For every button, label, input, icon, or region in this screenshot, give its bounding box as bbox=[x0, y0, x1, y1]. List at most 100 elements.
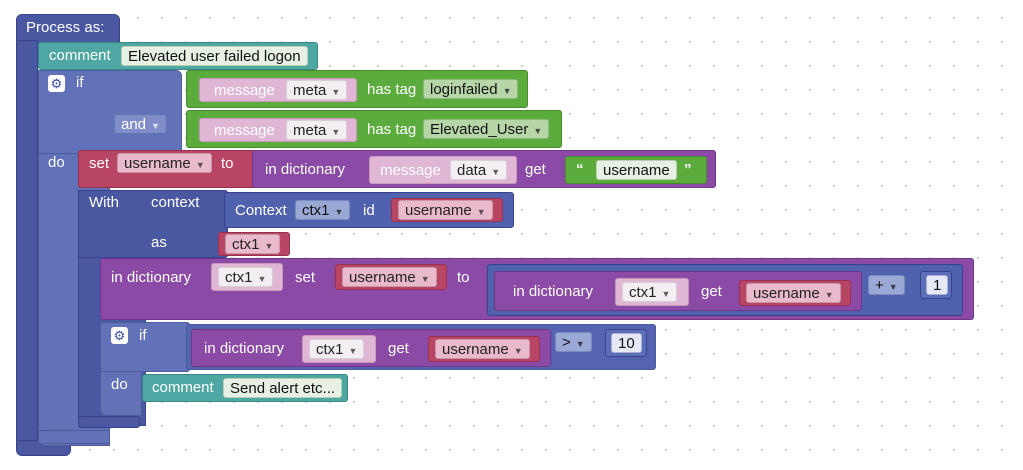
operator-value: > bbox=[562, 334, 571, 351]
message-field-dropdown[interactable]: meta ▼ bbox=[286, 80, 348, 100]
dict-var-block[interactable]: ctx1 ▼ bbox=[211, 263, 283, 291]
in-dictionary-label: in dictionary bbox=[111, 269, 192, 286]
get-label: get bbox=[701, 283, 722, 300]
compare-key-variable-block[interactable]: username▼ bbox=[428, 336, 540, 362]
variable-value: username bbox=[124, 155, 191, 172]
variable-value: username bbox=[753, 285, 820, 302]
context-type-label: Context bbox=[235, 202, 287, 219]
compare-operator-dropdown[interactable]: >▼ bbox=[555, 332, 592, 352]
dropdown-arrow-icon: ▼ bbox=[888, 282, 898, 292]
message-block-1[interactable]: message meta ▼ bbox=[199, 78, 357, 102]
key-variable-dropdown[interactable]: username ▼ bbox=[342, 267, 437, 287]
dropdown-arrow-icon: ▼ bbox=[513, 346, 523, 356]
tag-dropdown[interactable]: loginfailed▼ bbox=[423, 79, 519, 99]
compare-dict-var-block[interactable]: ctx1▼ bbox=[302, 335, 376, 363]
set-variable-block[interactable]: set username▼ to bbox=[78, 150, 256, 188]
if-keyword: if bbox=[139, 327, 147, 344]
context-name-dropdown[interactable]: ctx1▼ bbox=[295, 200, 351, 220]
inner-dict-var-block[interactable]: ctx1▼ bbox=[615, 278, 689, 306]
message-label: message bbox=[214, 82, 275, 99]
compare-in-dictionary-block[interactable]: in dictionary ctx1▼ get username▼ bbox=[191, 329, 551, 367]
dropdown-arrow-icon: ▼ bbox=[824, 290, 834, 300]
set-variable-dropdown[interactable]: username▼ bbox=[117, 153, 212, 173]
number-block[interactable]: 1 bbox=[920, 271, 952, 299]
inner-key-variable-block[interactable]: username ▼ bbox=[739, 280, 851, 306]
number-field[interactable]: 1 bbox=[926, 275, 949, 295]
variable-value: username bbox=[349, 269, 416, 286]
compare-block[interactable]: in dictionary ctx1▼ get username▼ >▼ 10 bbox=[186, 324, 656, 370]
has-tag-block-2[interactable]: message meta▼ has tag Elevated_User▼ bbox=[186, 110, 562, 148]
if-keyword: if bbox=[76, 74, 84, 91]
dropdown-arrow-icon: ▼ bbox=[334, 207, 344, 217]
get-label: get bbox=[388, 340, 409, 357]
as-variable-block[interactable]: ctx1 ▼ bbox=[218, 232, 290, 256]
context-id-block[interactable]: Context ctx1▼ id username▼ bbox=[224, 192, 514, 228]
dropdown-arrow-icon: ▼ bbox=[533, 126, 543, 136]
comment-text-field[interactable]: Send alert etc... bbox=[223, 378, 343, 398]
dropdown-arrow-icon: ▼ bbox=[331, 87, 341, 97]
gear-icon[interactable]: ⚙ bbox=[111, 327, 128, 344]
to-label: to bbox=[457, 269, 470, 286]
inner-dict-var-dropdown[interactable]: ctx1▼ bbox=[622, 282, 678, 302]
context-label: context bbox=[151, 194, 200, 211]
id-variable-dropdown[interactable]: username▼ bbox=[398, 200, 493, 220]
message-label: message bbox=[380, 162, 441, 179]
dropdown-arrow-icon: ▼ bbox=[151, 121, 160, 131]
has-tag-label: has tag bbox=[367, 81, 417, 98]
comment-text-field[interactable]: Elevated user failed logon bbox=[121, 46, 308, 66]
gear-icon[interactable]: ⚙ bbox=[48, 75, 65, 92]
inner-key-variable-dropdown[interactable]: username ▼ bbox=[746, 283, 841, 303]
compare-dict-var-dropdown[interactable]: ctx1▼ bbox=[309, 339, 365, 359]
comment-block-2[interactable]: comment Send alert etc... bbox=[142, 374, 348, 402]
in-dictionary-get-block[interactable]: in dictionary message data▼ get “ userna… bbox=[252, 150, 716, 188]
message-field-dropdown[interactable]: meta▼ bbox=[286, 120, 348, 140]
id-variable-block[interactable]: username▼ bbox=[391, 198, 503, 222]
compare-key-variable-dropdown[interactable]: username▼ bbox=[435, 339, 530, 359]
with-label: With bbox=[89, 194, 119, 211]
as-label: as bbox=[151, 234, 167, 251]
dict-var-dropdown[interactable]: ctx1 ▼ bbox=[218, 267, 274, 287]
field-value: meta bbox=[293, 82, 327, 99]
has-tag-label: has tag bbox=[367, 121, 417, 138]
in-dictionary-label: in dictionary bbox=[265, 161, 346, 178]
do-keyword: do bbox=[111, 376, 128, 393]
process-label: Process as: bbox=[26, 19, 105, 36]
comment-block[interactable]: comment Elevated user failed logon bbox=[38, 42, 318, 70]
tag-dropdown[interactable]: Elevated_User▼ bbox=[423, 119, 550, 139]
has-tag-block-1[interactable]: message meta ▼ has tag loginfailed▼ bbox=[186, 70, 528, 108]
set-label: set bbox=[295, 269, 316, 286]
and-label: and bbox=[121, 116, 147, 133]
text-literal-block[interactable]: “ username ” bbox=[565, 156, 707, 184]
number-field[interactable]: 10 bbox=[611, 333, 642, 353]
message-block-2[interactable]: message meta▼ bbox=[199, 118, 357, 142]
as-variable-dropdown[interactable]: ctx1 ▼ bbox=[225, 234, 281, 254]
id-label: id bbox=[363, 202, 375, 219]
message-label: message bbox=[214, 122, 275, 139]
message-block-3[interactable]: message data ▼ bbox=[369, 156, 517, 184]
dropdown-arrow-icon: ▼ bbox=[348, 346, 358, 356]
open-quote-icon: “ bbox=[576, 161, 584, 178]
message-field-dropdown[interactable]: data ▼ bbox=[450, 160, 508, 180]
dropdown-arrow-icon: ▼ bbox=[491, 167, 501, 177]
text-literal-field[interactable]: username bbox=[596, 160, 677, 180]
field-value: data bbox=[457, 162, 487, 179]
process-block-spine bbox=[16, 40, 38, 454]
variable-value: ctx1 bbox=[225, 269, 253, 286]
dropdown-arrow-icon: ▼ bbox=[420, 274, 430, 284]
comment-keyword: comment bbox=[152, 379, 214, 396]
variable-value: ctx1 bbox=[232, 236, 260, 253]
plus-operator-dropdown[interactable]: +▼ bbox=[868, 275, 905, 295]
and-operator-dropdown[interactable]: and ▼ bbox=[114, 114, 167, 134]
inner-in-dictionary-block[interactable]: in dictionary ctx1▼ get username▼ bbox=[494, 271, 862, 311]
compare-number-block[interactable]: 10 bbox=[605, 329, 647, 357]
math-block[interactable]: in dictionary ctx1▼ get username▼ +▼ 1 bbox=[487, 264, 963, 316]
process-block[interactable]: Process as: bbox=[16, 14, 120, 44]
with-context-bottom bbox=[78, 416, 140, 428]
if-block-bottom bbox=[38, 430, 110, 444]
dropdown-arrow-icon: ▼ bbox=[257, 274, 267, 284]
key-variable-block[interactable]: username ▼ bbox=[335, 264, 447, 290]
dropdown-arrow-icon: ▼ bbox=[476, 207, 486, 217]
dropdown-arrow-icon: ▼ bbox=[264, 241, 274, 251]
dropdown-arrow-icon: ▼ bbox=[661, 289, 671, 299]
in-dictionary-set-block[interactable]: in dictionary ctx1▼ set username▼ to in … bbox=[100, 258, 974, 320]
